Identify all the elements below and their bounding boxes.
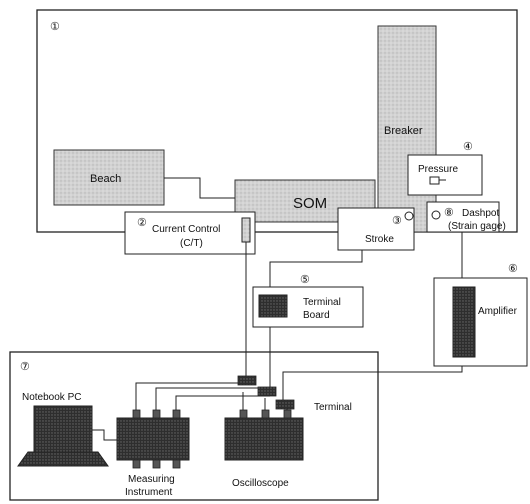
terminal-block-1 [237,375,257,386]
stroke-sensor [404,211,414,221]
signal-wiring [135,231,463,410]
current-control-label: Current Control [152,224,220,235]
breaker-label: Breaker [384,125,423,137]
dashpot-sensor [431,210,441,220]
measuring-port-3 [172,409,181,419]
dashpot-label: Dashpot [462,208,499,219]
oscilloscope-box [224,417,304,461]
measuring-foot-3 [172,459,181,469]
marker-2: ② [137,217,147,229]
terminal-block-2 [257,386,277,397]
measuring-label-1: Measuring [128,474,175,485]
notebook-pc-label: Notebook PC [22,392,81,403]
stroke-label: Stroke [365,234,394,245]
marker-8: ⑧ [444,207,454,219]
amplifier-block [452,286,476,358]
strain-gage-label: (Strain gage) [448,221,506,232]
notebook-pc-screen [33,405,93,453]
marker-5: ⑤ [300,274,310,286]
scope-port-3 [283,409,292,419]
measuring-port-2 [152,409,161,419]
pressure-label: Pressure [418,164,458,175]
pressure-sensor [429,176,440,185]
measurement-area-frame [9,351,379,501]
amplifier-label: Amplifier [478,306,518,317]
beach-som-link [164,177,235,199]
marker-1: ① [50,21,60,33]
current-control-box [124,211,256,255]
measuring-foot-2 [152,459,161,469]
measuring-label-2: Instrument [125,487,172,498]
terminal-board-label-1: Terminal [303,297,341,308]
amplifier-box [433,277,528,367]
ct-label: (C/T) [180,238,203,249]
marker-4: ④ [463,141,473,153]
som-label: SOM [293,195,327,212]
scope-port-2 [261,409,270,419]
scope-port-1 [239,409,248,419]
ct-sensor [241,217,251,243]
notebook-pc-keyboard [17,451,109,467]
pc-link [92,429,117,441]
marker-6: ⑥ [508,263,518,275]
oscilloscope-label: Oscilloscope [232,478,289,489]
breaker-column [377,25,437,233]
beach-box [53,149,165,206]
terminal-board-block [258,294,288,318]
measuring-port-1 [132,409,141,419]
measuring-foot-1 [132,459,141,469]
marker-3: ③ [392,215,402,227]
measuring-instrument-box [116,417,190,461]
pressure-box [407,154,483,196]
terminal-label: Terminal [314,402,352,413]
stroke-box [337,207,415,251]
terminal-block-3 [275,399,295,410]
beach-label: Beach [90,173,121,185]
terminal-board-label-2: Board [303,310,330,321]
marker-7: ⑦ [20,361,30,373]
